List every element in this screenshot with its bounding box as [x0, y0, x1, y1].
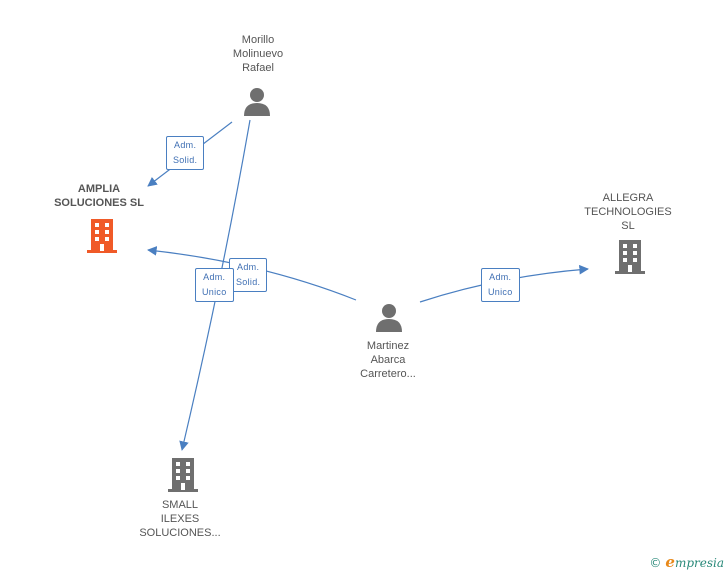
building-icon[interactable]: [86, 219, 118, 253]
copyright-icon: ©: [649, 556, 662, 570]
node-label-martinez[interactable]: Martinez Abarca Carretero...: [338, 339, 438, 381]
node-label-line: Molinuevo: [232, 48, 284, 60]
node-label-line: SMALL: [161, 499, 199, 511]
person-icon[interactable]: [242, 86, 272, 116]
person-icon[interactable]: [374, 302, 404, 332]
node-label-line: SOLUCIONES SL: [54, 197, 144, 209]
node-label-line: TECHNOLOGIES: [584, 206, 672, 218]
node-label-line: Martinez: [366, 340, 410, 352]
node-label-amplia[interactable]: AMPLIA SOLUCIONES SL: [40, 182, 158, 210]
node-label-line: ALLEGRA: [602, 192, 654, 204]
edge-label-line: Unico: [488, 287, 513, 297]
edge-label-line: Adm.: [237, 262, 260, 272]
node-label-small[interactable]: SMALL ILEXES SOLUCIONES...: [130, 498, 230, 540]
node-label-line: SL: [621, 220, 635, 232]
edge-label-line: Adm.: [203, 272, 226, 282]
node-label-morillo[interactable]: Morillo Molinuevo Rafael: [208, 33, 308, 75]
edge-label-martinez-amplia[interactable]: Adm. Solid.: [229, 258, 268, 292]
edge-label-martinez-allegra[interactable]: Adm. Unico: [481, 268, 520, 302]
edge-label-line: Unico: [202, 287, 227, 297]
node-label-line: AMPLIA: [77, 183, 121, 195]
node-label-line: Carretero...: [360, 368, 416, 380]
node-label-line: Rafael: [242, 62, 274, 74]
edge-label-morillo-small[interactable]: Adm. Unico: [195, 268, 234, 302]
edge-label-line: Adm.: [489, 272, 512, 282]
edge-label-morillo-amplia[interactable]: Adm. Solid.: [166, 136, 205, 170]
edge-label-line: Solid.: [236, 277, 261, 287]
edge-label-line: Adm.: [174, 140, 197, 150]
node-label-allegra[interactable]: ALLEGRA TECHNOLOGIES SL: [573, 191, 683, 233]
node-label-line: SOLUCIONES...: [139, 527, 221, 539]
brand-watermark[interactable]: ©empresia: [649, 553, 724, 571]
node-label-line: ILEXES: [160, 513, 200, 525]
brand-name: mpresia: [674, 556, 724, 570]
building-icon[interactable]: [167, 458, 199, 492]
edge-label-line: Solid.: [173, 155, 198, 165]
building-icon[interactable]: [614, 240, 646, 274]
node-label-line: Morillo: [241, 34, 275, 46]
brand-initial: e: [665, 553, 675, 571]
node-label-line: Abarca: [370, 354, 406, 366]
